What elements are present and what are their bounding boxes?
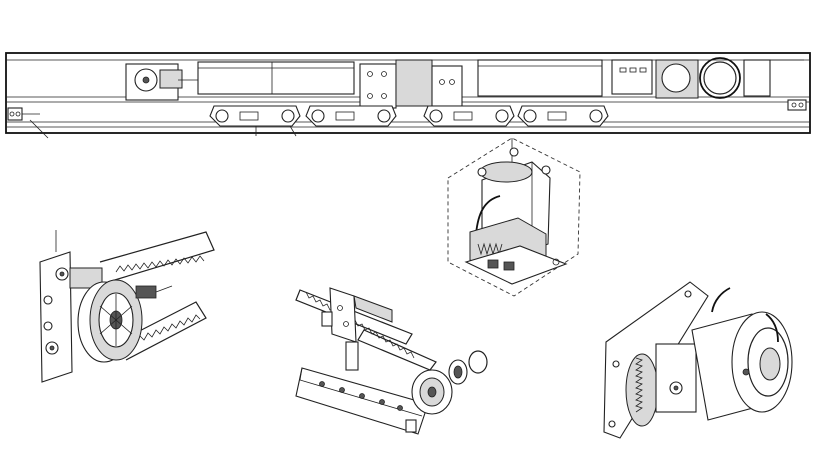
motor-top-bolt — [541, 165, 551, 175]
hanger-hole — [359, 393, 365, 399]
left-pulley-hub — [142, 76, 150, 84]
main-drive-pulley-rim — [703, 61, 737, 95]
bracket-bolt — [343, 321, 349, 327]
center-drive-block — [395, 59, 433, 107]
right-end-bracket — [743, 59, 771, 97]
carriage-hanger-1 — [209, 105, 301, 127]
belt-pulley-assembly — [39, 230, 215, 383]
clamp-bolt — [367, 93, 373, 99]
mount-bolt-core — [59, 271, 65, 277]
hanger-post — [345, 341, 359, 371]
toothed-belt-upper — [99, 231, 215, 283]
gearbox-fins — [477, 242, 503, 256]
belt-clamp-assembly — [295, 287, 488, 435]
clamp-bolt — [439, 79, 445, 85]
drive-motor-cable — [711, 287, 731, 313]
bracket-tab — [321, 311, 333, 327]
mount-bolt-core — [49, 345, 55, 351]
tensioner-block — [69, 267, 103, 289]
motor-outline-dashed — [447, 137, 581, 297]
end-stop-bolt — [9, 111, 15, 117]
clamp-bolt — [367, 71, 373, 77]
bracket-bolt — [337, 305, 343, 311]
drive-motor-boss — [759, 347, 781, 381]
base-bolt — [552, 258, 560, 266]
hanger-hole — [339, 387, 345, 393]
end-stop-bolt — [798, 102, 804, 108]
plate-hole — [612, 360, 620, 368]
mount-hole — [43, 295, 53, 305]
drive-motor-endcap-ring — [747, 327, 789, 397]
clamp-bolt — [381, 93, 387, 99]
drive-motor-cable-2 — [765, 313, 779, 343]
clamp-belt-strip-right — [357, 329, 437, 371]
clamp-bolt — [449, 79, 455, 85]
tension-screw-thread — [155, 285, 173, 293]
center-clamp-right — [431, 65, 463, 107]
endcap-screw — [742, 368, 750, 376]
control-unit-box — [197, 61, 355, 95]
operator-rail-assembly — [5, 52, 811, 139]
leader-line — [289, 125, 297, 137]
belt-tension-screw — [135, 285, 157, 299]
hanger-bar — [295, 367, 429, 435]
right-motor-wheel — [661, 63, 691, 93]
end-stop-bolt — [15, 111, 21, 117]
encoder-terminal — [629, 67, 637, 73]
base-terminal — [503, 261, 515, 271]
clamp-plate — [353, 295, 393, 323]
base-terminal — [487, 259, 499, 269]
plate-hole — [608, 420, 616, 428]
retaining-clip — [468, 350, 488, 374]
hanger-hole — [397, 405, 403, 411]
rail-right-end-stop — [787, 99, 807, 111]
encoder-terminal — [639, 67, 647, 73]
carriage-hanger-4 — [517, 105, 609, 127]
leader-line — [29, 119, 49, 139]
encoder-terminal — [619, 67, 627, 73]
encoder-box — [611, 59, 653, 95]
drive-motor-box — [477, 59, 603, 97]
clamp-bolt — [381, 71, 387, 77]
carriage-hanger-2 — [305, 105, 397, 127]
carriage-hanger-3 — [423, 105, 515, 127]
clamp-bracket-upright — [329, 287, 357, 343]
center-clamp-left — [359, 63, 397, 109]
rail-outer-profile — [5, 52, 811, 134]
bearing-ring-bore — [453, 365, 463, 379]
mount-hole — [43, 321, 53, 331]
clamp-belt-strip — [295, 289, 413, 345]
hanger-hole — [379, 399, 385, 405]
drive-motor-assembly — [603, 281, 793, 439]
main-drive-pulley — [699, 57, 741, 99]
hanger-hole — [319, 381, 325, 387]
hanger-end-tab — [405, 419, 417, 433]
drive-wheel-teeth — [635, 357, 643, 413]
pulley-spoke — [99, 305, 133, 335]
motor-top-cap — [479, 161, 533, 183]
gearbox-nut-core — [673, 385, 679, 391]
end-stop-bolt — [791, 102, 797, 108]
gear-motor-assembly — [447, 137, 581, 297]
motor-base-plate — [464, 245, 568, 285]
motor-top-bolt — [509, 147, 519, 157]
motor-cable — [475, 195, 501, 235]
motor-top-bolt — [477, 167, 487, 177]
plate-hole — [684, 290, 692, 298]
toothed-belt-lower — [117, 301, 207, 361]
drive-gearbox — [655, 343, 697, 413]
bearing-wheel-hub — [427, 386, 437, 398]
belt-teeth-upper — [115, 255, 205, 273]
left-pulley-bracket — [159, 69, 183, 89]
